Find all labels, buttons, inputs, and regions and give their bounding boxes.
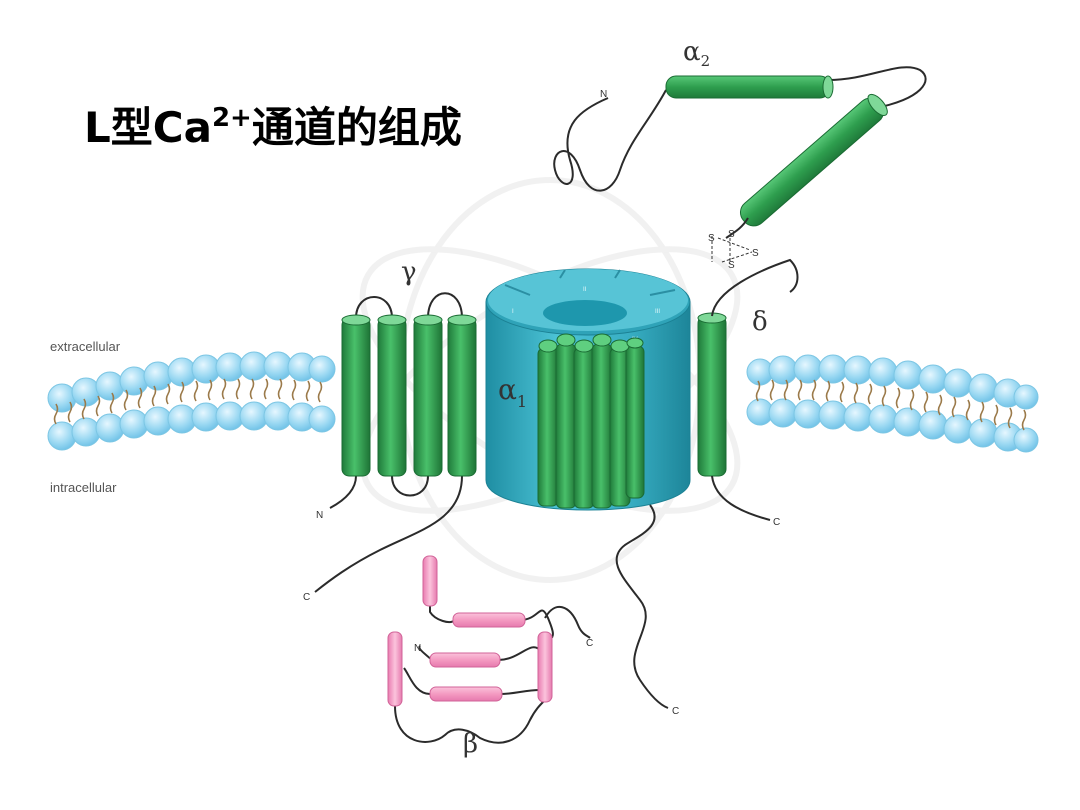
domain-label-iii: III xyxy=(655,309,660,315)
lipid-bilayer-left xyxy=(47,351,336,451)
intracellular-label: intracellular xyxy=(50,480,117,495)
delta-label: δ xyxy=(752,307,768,337)
alpha1-label: α1 xyxy=(498,373,527,411)
domain-label-i: I xyxy=(512,309,514,315)
beta-label: β xyxy=(463,729,478,759)
disulfide-s-1: S xyxy=(708,233,715,244)
delta-c-terminus: C xyxy=(773,517,780,528)
gamma-c-terminus: C xyxy=(303,592,310,603)
lipid-bilayer-right xyxy=(746,354,1039,453)
alpha1-c-terminus: C xyxy=(672,706,679,717)
alpha1-subunit: II I III IV α1 C xyxy=(485,268,691,717)
disulfide-s-3: S xyxy=(728,260,735,271)
delta-subunit: δ C xyxy=(697,258,799,528)
alpha2-n-terminus: N xyxy=(600,89,607,100)
gamma-n-terminus: N xyxy=(316,510,323,521)
beta-n-terminus: N xyxy=(414,643,421,654)
beta-subunit: β N C xyxy=(387,555,593,759)
alpha2-label: α2 xyxy=(683,37,710,70)
gamma-label: γ xyxy=(401,257,417,287)
disulfide-s-2: S xyxy=(728,229,735,240)
domain-label-ii: II xyxy=(583,287,587,293)
disulfide-s-4: S xyxy=(752,248,759,259)
beta-c-terminus: C xyxy=(586,638,593,649)
gamma-subunit: γ N C xyxy=(303,257,477,603)
slide-title: L型Ca2+通道的组成 xyxy=(84,103,462,152)
extracellular-label: extracellular xyxy=(50,339,121,354)
alpha2-subunit: S S S S α2 N xyxy=(553,37,927,271)
